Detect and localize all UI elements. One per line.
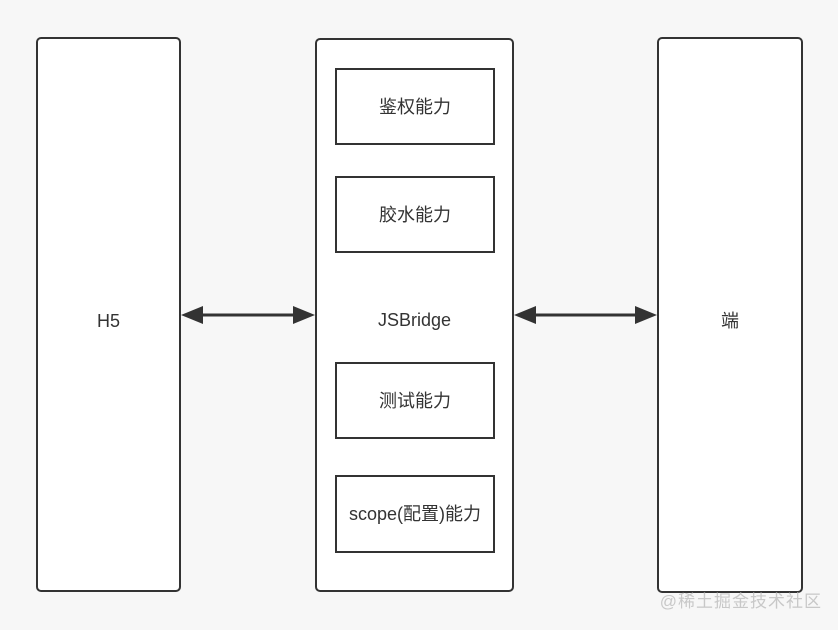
h5-label: H5 [96, 311, 120, 331]
arrow-h5-jsbridge [181, 306, 315, 324]
arrow-jsbridge-native [514, 306, 657, 324]
capability-test-box: 测试能力 [335, 362, 495, 439]
capability-glue-label: 胶水能力 [379, 204, 451, 225]
capability-scope-label: scope(配置)能力 [348, 504, 482, 524]
capability-scope-box: scope(配置)能力 [335, 475, 495, 553]
watermark: @稀土掘金技术社区 [659, 592, 822, 611]
native-label: 端 [721, 311, 739, 331]
h5-panel: H5 [36, 37, 181, 592]
jsbridge-label: JSBridge [377, 310, 452, 330]
capability-auth-label: 鉴权能力 [379, 96, 451, 117]
capability-glue-box: 胶水能力 [335, 176, 495, 253]
jsbridge-panel: 鉴权能力 胶水能力 JSBridge 测试能力 scope(配置)能力 [315, 38, 514, 592]
capability-test-label: 测试能力 [379, 390, 451, 411]
capability-auth-box: 鉴权能力 [335, 68, 495, 145]
native-panel: 端 [657, 37, 803, 593]
